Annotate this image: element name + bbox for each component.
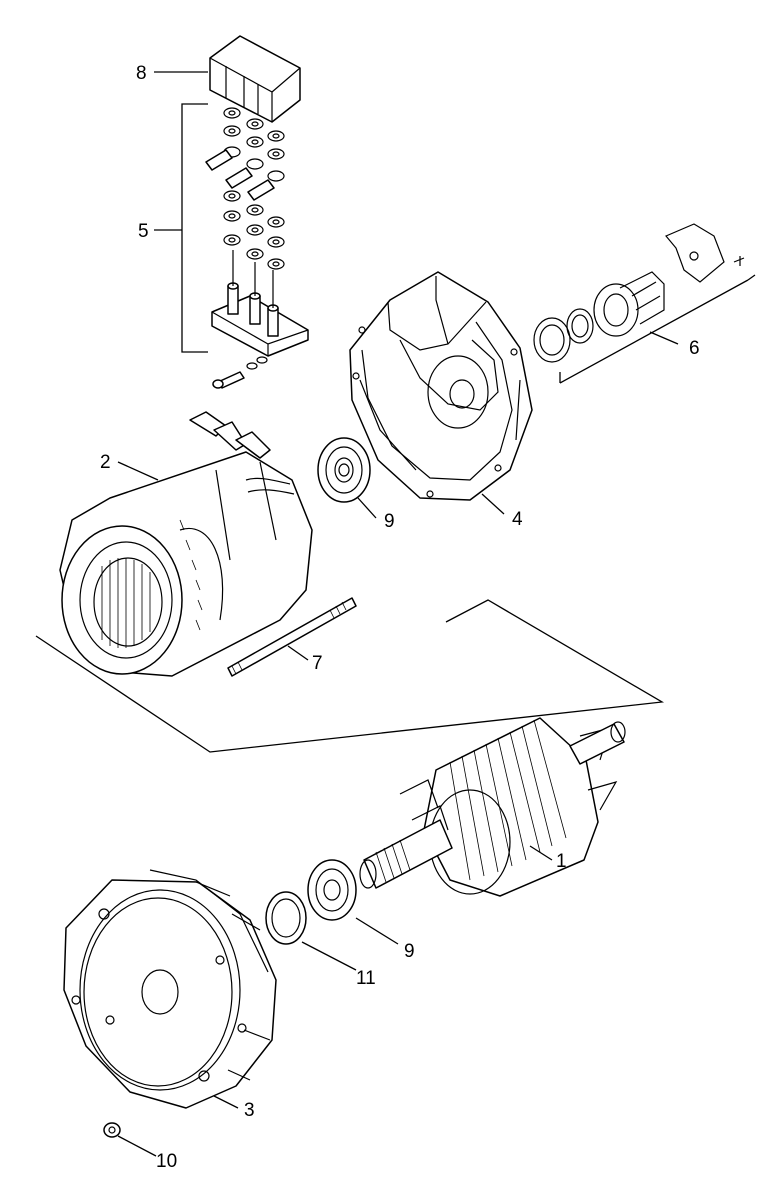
callout-8: 8: [136, 63, 147, 84]
callout-3: 3: [244, 1100, 255, 1121]
terminal-cover-part-8[interactable]: [209, 35, 301, 123]
bearing-upper-part-9[interactable]: [317, 437, 371, 503]
callout-2: 2: [100, 452, 111, 473]
stator-part-2[interactable]: [59, 411, 313, 677]
callout-5: 5: [138, 221, 149, 242]
callout-6: 6: [689, 338, 700, 359]
terminal-block-part-5[interactable]: [181, 103, 309, 389]
front-bracket-part-3[interactable]: [63, 869, 277, 1109]
callout-9b: 9: [404, 941, 415, 962]
callout-10: 10: [156, 1151, 177, 1172]
callout-4: 4: [512, 509, 523, 530]
group-outline: [35, 599, 665, 753]
callout-11: 11: [356, 968, 376, 989]
ring-part-11[interactable]: [265, 891, 307, 945]
callout-9a: 9: [384, 511, 395, 532]
rotor-part-1[interactable]: [359, 717, 626, 897]
bolt-part-10[interactable]: [103, 1122, 121, 1138]
callout-1: 1: [556, 851, 567, 872]
through-bolt-part-7[interactable]: [227, 597, 357, 677]
callout-7: 7: [312, 653, 323, 674]
bearing-lower-part-9[interactable]: [307, 859, 357, 921]
leader-lines: [117, 71, 679, 1157]
brush-assembly-part-6[interactable]: [533, 223, 756, 384]
rear-bracket-part-4[interactable]: [349, 271, 533, 501]
